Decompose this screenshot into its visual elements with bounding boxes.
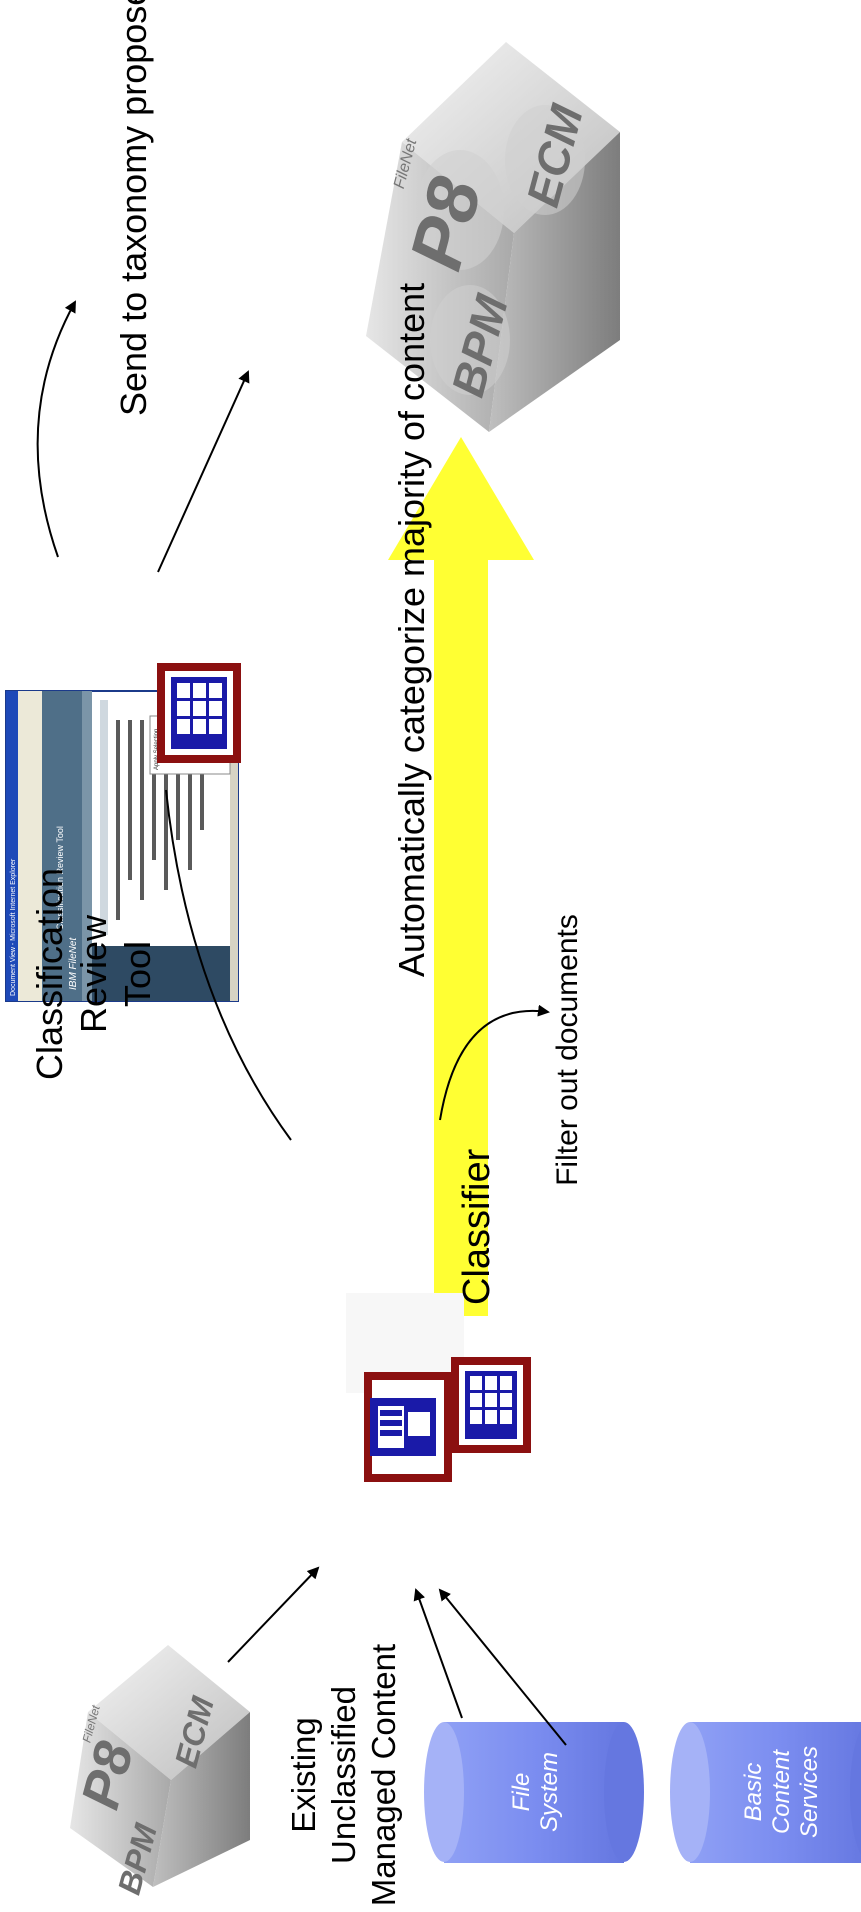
label-auto-categorize: Automatically categorize majority of con… bbox=[391, 282, 432, 978]
label-existing-content: Existing Unclassified Managed Content bbox=[285, 1643, 402, 1907]
screenshot-app-title: Classification Review Tool bbox=[55, 826, 65, 930]
arrow-bcs-to-classifier bbox=[438, 1588, 567, 1746]
label-classifier: Classifier bbox=[456, 1148, 498, 1305]
screenshot-brand: IBM FileNet bbox=[68, 937, 79, 990]
classifier-icon bbox=[346, 1293, 531, 1482]
file-system-repository bbox=[424, 1722, 644, 1863]
label-classification-review-tool: Classification Review Tool bbox=[29, 867, 158, 1081]
arrow-review-to-cube bbox=[157, 370, 250, 573]
label-send-to-taxonomy: Send to taxonomy proposer bbox=[113, 0, 154, 416]
basic-content-services-repository bbox=[670, 1722, 861, 1863]
screenshot-window-title: Document View - Microsoft Internet Explo… bbox=[10, 858, 17, 996]
arrow-classifier-to-review bbox=[165, 789, 292, 1141]
arrow-classifier-to-filter bbox=[439, 1004, 550, 1121]
filenet-cube-large bbox=[366, 42, 620, 432]
label-basic-content-services: Basic Content Services bbox=[740, 1745, 823, 1839]
review-tool-screenshot bbox=[5, 690, 239, 1002]
arrow-cube-to-classifier bbox=[227, 1566, 320, 1663]
filenet-cube-small bbox=[70, 1645, 250, 1887]
label-file-system: File System bbox=[508, 1752, 563, 1833]
arrow-review-to-taxonomy bbox=[36, 300, 76, 558]
auto-categorize-arrow bbox=[388, 437, 534, 1316]
review-tool-icon bbox=[157, 663, 241, 763]
label-filter-out-documents: Filter out documents bbox=[551, 914, 584, 1186]
arrow-filesystem-to-classifier bbox=[413, 1588, 463, 1719]
